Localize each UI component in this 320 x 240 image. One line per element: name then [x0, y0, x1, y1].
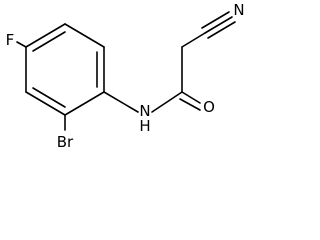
bond-carbonyl-oxygen-second: [179, 98, 201, 111]
bond-ring-amide-nitrogen: [103, 91, 139, 113]
chemical-structure: F Br N H O N: [6, 1, 245, 151]
nitrile-bond-line-2: [201, 11, 230, 29]
carbonyl-oxygen-label: O: [203, 98, 215, 116]
bond-amide-nitrogen-carbonyl: [151, 91, 183, 113]
ring-bond-c6-c1: [64, 91, 105, 116]
amide-nitrogen-label: N: [139, 102, 150, 120]
ring-inner-double-bond-c3-c4: [32, 31, 66, 52]
fluorine-label: F: [6, 31, 15, 49]
bond-layer: [16, 11, 236, 131]
amide-hydrogen-label: H: [139, 117, 150, 135]
ring-bond-c2-c3: [64, 23, 105, 48]
ring-bond-c3-c4: [25, 23, 66, 48]
ring-bond-c5-c6: [25, 91, 66, 116]
bond-ring-fluorine: [16, 41, 27, 48]
ring-inner-double-bond-c5-c6: [32, 87, 66, 108]
nitrile-bond-line-1: [204, 16, 233, 34]
nitrile-nitrogen-label: N: [233, 1, 244, 19]
nitrile-bond-line-3: [207, 21, 236, 39]
bond-methylene-nitrile-carbon: [181, 32, 206, 48]
bond-carbonyl-oxygen: [181, 91, 201, 104]
atom-label-layer: F Br N H O N: [6, 1, 245, 151]
bromine-label: Br: [57, 133, 74, 151]
